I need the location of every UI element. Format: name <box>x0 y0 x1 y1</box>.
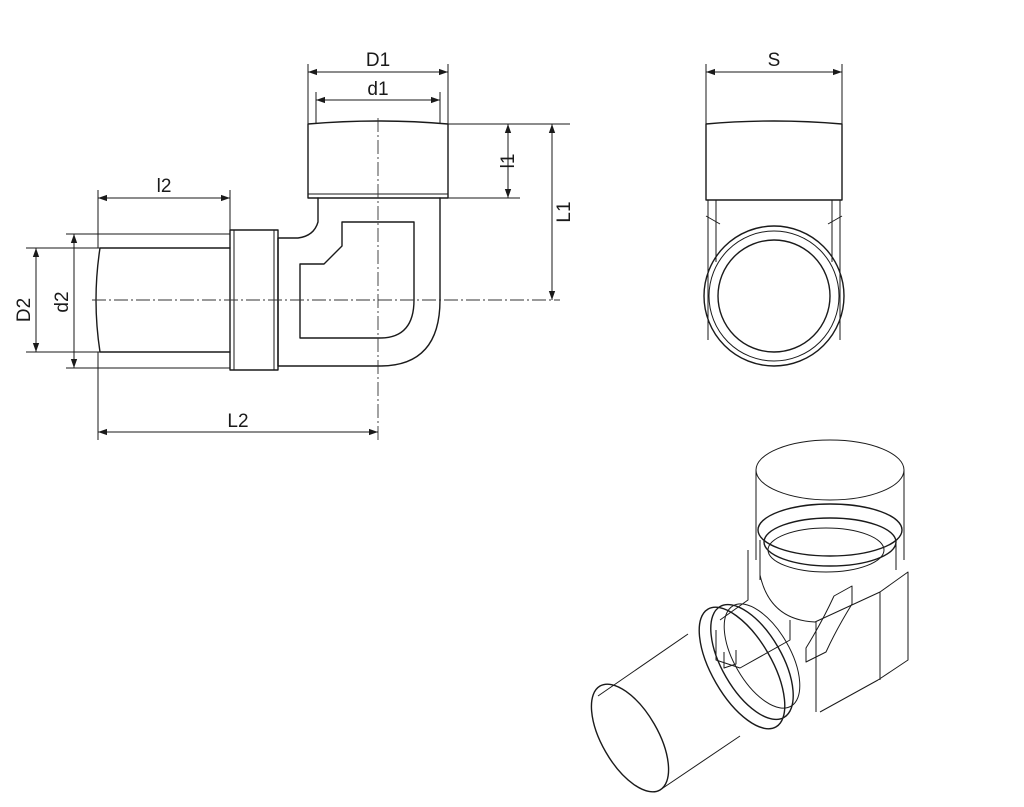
side-view: S <box>703 50 845 367</box>
elbow-inner-bore <box>299 221 415 339</box>
elbow-body <box>277 197 441 367</box>
dim-label-d2: d2 <box>52 291 73 312</box>
dim-label-D1: D1 <box>366 50 390 71</box>
dim-label-l2: l2 <box>157 176 172 197</box>
dim-label-l1: l1 <box>498 154 519 169</box>
top-socket <box>307 120 449 199</box>
isometric-view <box>590 439 909 793</box>
front-view <box>92 118 560 440</box>
side-outer-ring <box>703 225 845 367</box>
dim-label-L1: L1 <box>554 201 575 222</box>
dim-label-D2: D2 <box>14 298 35 322</box>
dim-label-L2: L2 <box>227 411 248 432</box>
dim-label-d1: d1 <box>367 79 388 100</box>
iso-top-pipe-end <box>755 439 905 501</box>
dimensions: D1 d1 l1 L1 l2 D2 d2 L2 <box>14 50 575 440</box>
side-inner-bore <box>717 239 831 353</box>
side-socket <box>705 120 843 201</box>
dim-label-S: S <box>768 50 781 71</box>
iso-elbow-body <box>719 550 909 713</box>
